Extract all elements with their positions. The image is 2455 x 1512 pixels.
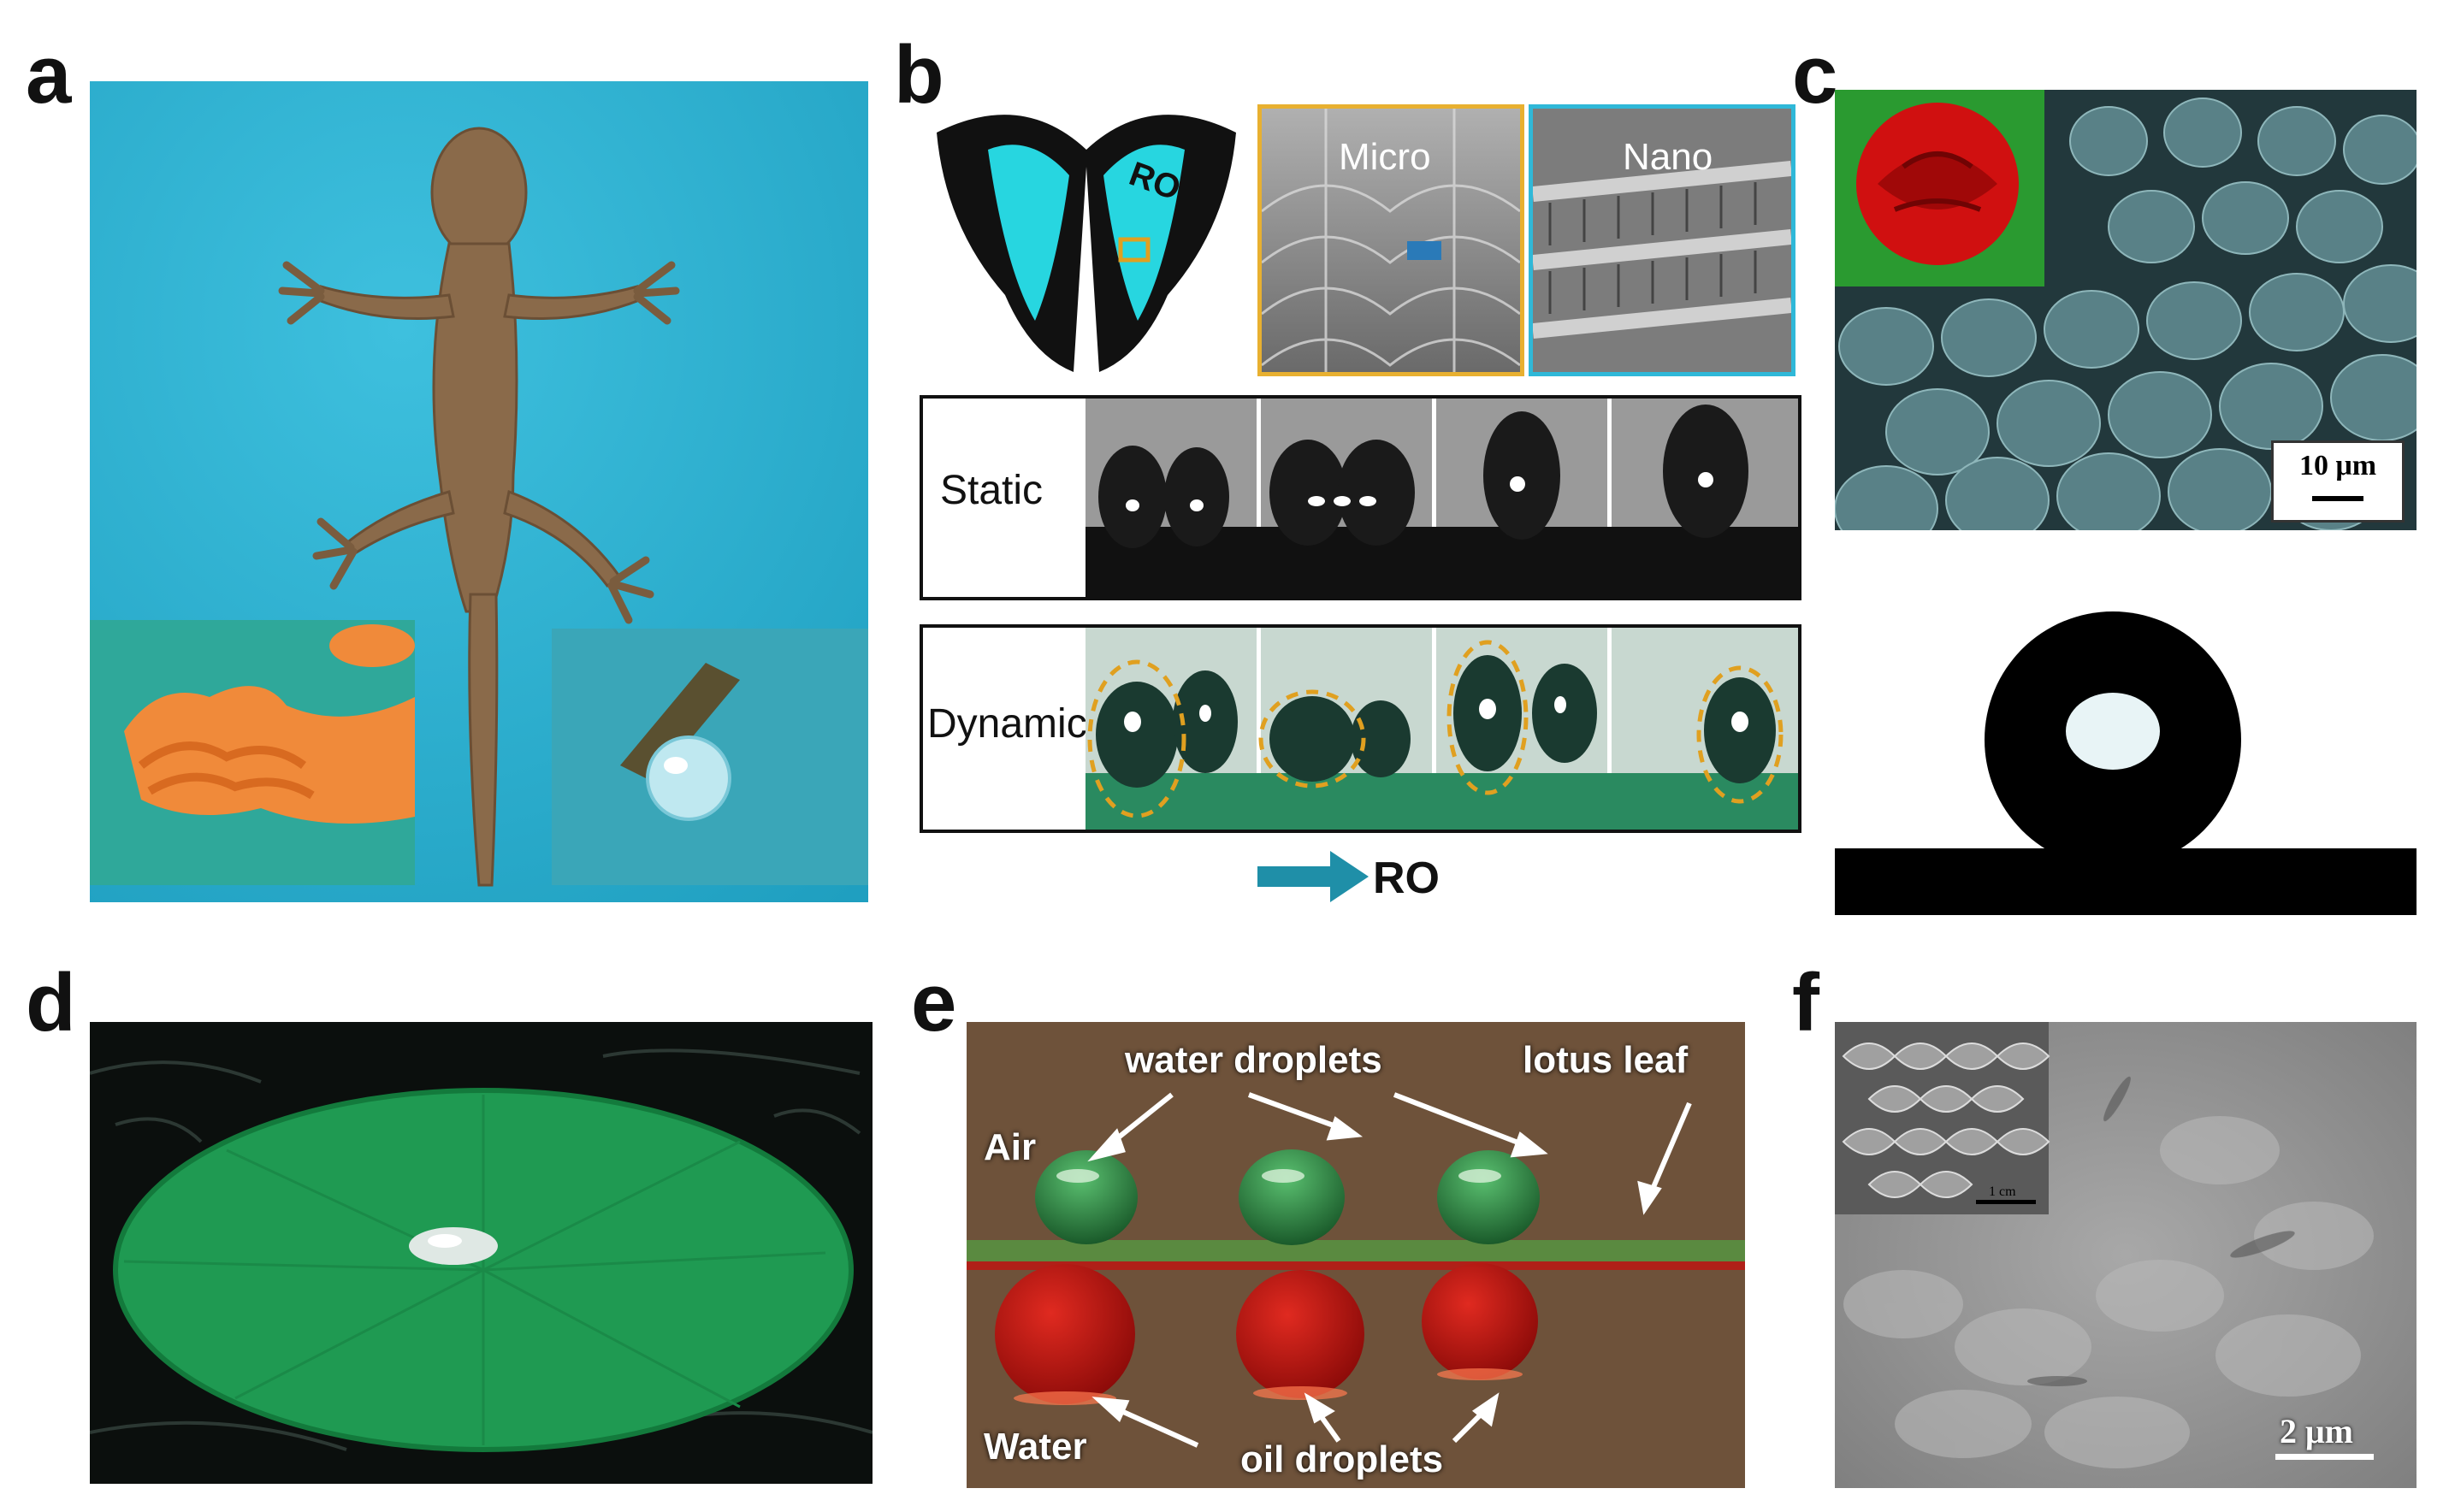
inset-scale-label: 1 cm bbox=[1989, 1184, 2016, 1199]
lotus-leaf-photo bbox=[90, 1022, 873, 1484]
water-droplets-label: water droplets bbox=[1125, 1039, 1382, 1081]
lotus-leaf-label: lotus leaf bbox=[1523, 1039, 1689, 1081]
droplet-inset bbox=[552, 629, 868, 885]
oil-droplets-label: oil droplets bbox=[1240, 1438, 1444, 1480]
gecko-illustration bbox=[90, 81, 868, 902]
panel-letter-d: d bbox=[26, 957, 76, 1048]
nano-sem-inset: Nano bbox=[1529, 104, 1795, 376]
scale-bar-c: 10 μm bbox=[2271, 440, 2405, 523]
toe-pad-inset bbox=[90, 620, 415, 885]
micro-label: Micro bbox=[1339, 136, 1431, 178]
dynamic-row: Dynamic bbox=[920, 624, 1801, 833]
arrow-ro-label: RO bbox=[1373, 853, 1440, 903]
gecko-photo bbox=[90, 81, 868, 902]
rose-petal-sem: 10 μm bbox=[1835, 90, 2417, 530]
static-label: Static bbox=[940, 468, 1044, 513]
fish-scale-sem: 1 cm 2 μm bbox=[1835, 1022, 2417, 1488]
panel-letter-e: e bbox=[911, 957, 957, 1048]
static-row: Static bbox=[920, 395, 1801, 600]
butterfly-image bbox=[928, 98, 1245, 381]
micro-sem-inset: Micro bbox=[1257, 104, 1524, 376]
panel-letter-f: f bbox=[1792, 957, 1819, 1048]
water-label: Water bbox=[984, 1426, 1087, 1468]
rose-photo-inset bbox=[1835, 90, 2044, 286]
fish-scale-inset bbox=[1835, 1022, 2050, 1214]
panel-letter-c: c bbox=[1792, 29, 1838, 121]
panel-letter-b: b bbox=[894, 29, 944, 121]
air-label: Air bbox=[984, 1126, 1037, 1168]
scale-bar-c-label: 10 μm bbox=[2298, 450, 2377, 481]
scale-bar-c-line bbox=[2312, 496, 2363, 501]
panel-letter-a: a bbox=[26, 29, 72, 121]
nano-label: Nano bbox=[1623, 136, 1713, 178]
arrow-right-icon bbox=[1257, 851, 1369, 902]
dynamic-label: Dynamic bbox=[927, 701, 1087, 747]
scale-bar-f-line bbox=[2275, 1454, 2374, 1460]
contact-angle-droplet bbox=[1835, 556, 2417, 915]
oil-water-leaf-photo: water droplets lotus leaf Air Water oil … bbox=[967, 1022, 1745, 1488]
scale-bar-f-label: 2 μm bbox=[2280, 1412, 2353, 1450]
